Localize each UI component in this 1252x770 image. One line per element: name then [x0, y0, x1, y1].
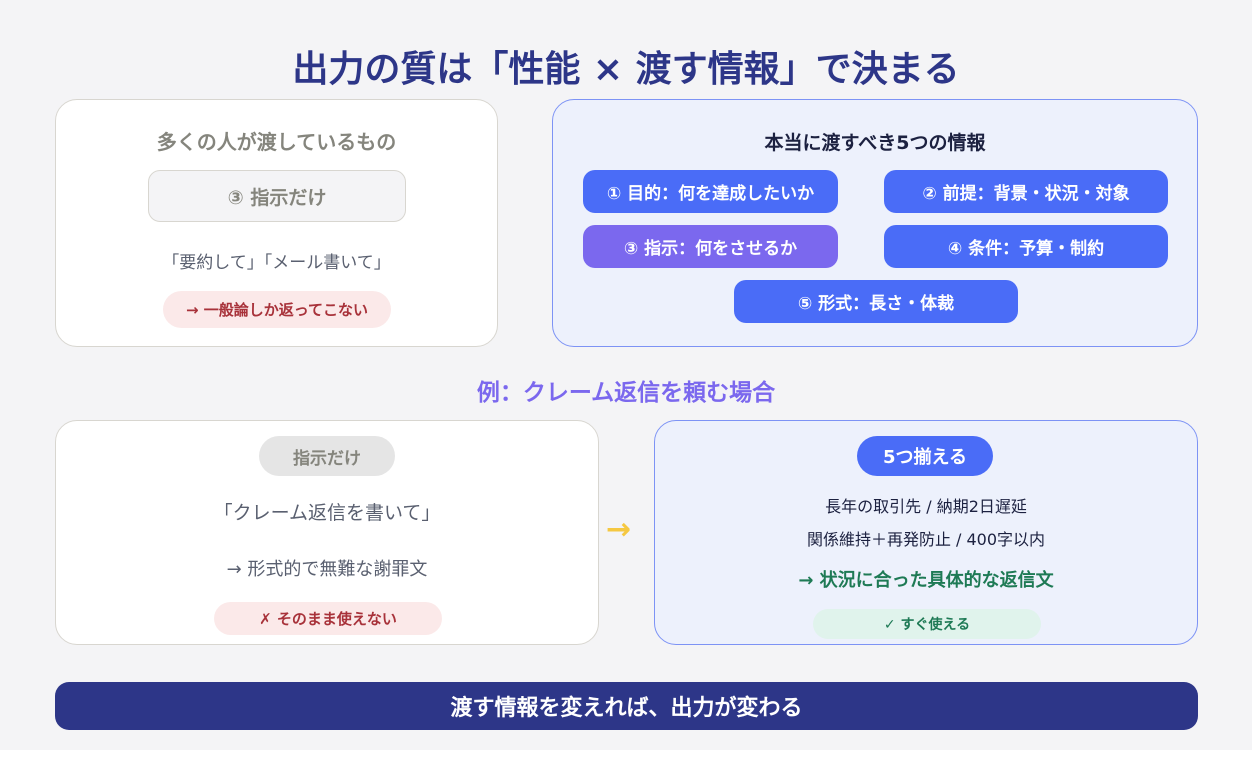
info-item-format: ⑤ 形式：長さ・体裁 [734, 280, 1018, 323]
five-info-card: 本当に渡すべき5つの情報 ① 目的：何を達成したいか ② 前提：背景・状況・対象… [552, 99, 1198, 347]
good-output: → 状況に合った具体的な返信文 [798, 570, 1054, 591]
common-example: 「要約して」「メール書いて」 [162, 253, 391, 273]
good-verdict-badge: ✓ すぐ使える [813, 609, 1041, 639]
instruction-only-box: ③ 指示だけ [148, 170, 406, 222]
bad-example-card: 指示だけ 「クレーム返信を書いて」 → 形式的で無難な謝罪文 ✗ そのまま使えな… [55, 420, 599, 645]
bad-prompt: 「クレーム返信を書いて」 [213, 502, 441, 524]
good-context-line1: 長年の取引先 / 納期2日遅延 [825, 497, 1027, 516]
footer-banner: 渡す情報を変えれば、出力が変わる [55, 682, 1198, 730]
five-info-heading: 本当に渡すべき5つの情報 [764, 132, 986, 154]
arrow-icon: → [606, 512, 632, 547]
instruction-only-badge: 指示だけ [259, 436, 395, 476]
common-input-card: 多くの人が渡しているもの ③ 指示だけ 「要約して」「メール書いて」 → 一般論… [55, 99, 498, 347]
info-item-instruction: ③ 指示：何をさせるか [583, 225, 838, 268]
five-complete-badge: 5つ揃える [857, 436, 993, 476]
good-context-line2: 関係維持＋再発防止 / 400字以内 [806, 530, 1046, 549]
info-item-conditions: ④ 条件：予算・制約 [884, 225, 1168, 268]
bad-output: → 形式的で無難な謝罪文 [226, 559, 428, 580]
bad-verdict-badge: ✗ そのまま使えない [214, 602, 442, 635]
common-input-heading: 多くの人が渡しているもの [156, 130, 397, 154]
common-result-badge: → 一般論しか返ってこない [163, 291, 391, 328]
good-example-card: 5つ揃える 長年の取引先 / 納期2日遅延 関係維持＋再発防止 / 400字以内… [654, 420, 1198, 645]
diagram-canvas: 出力の質は「性能 × 渡す情報」で決まる 多くの人が渡しているもの ③ 指示だけ… [0, 0, 1252, 750]
info-item-premise: ② 前提：背景・状況・対象 [884, 170, 1168, 213]
info-item-purpose: ① 目的：何を達成したいか [583, 170, 838, 213]
page-title: 出力の質は「性能 × 渡す情報」で決まる [292, 49, 960, 90]
example-heading: 例：クレーム返信を頼む場合 [476, 380, 776, 406]
